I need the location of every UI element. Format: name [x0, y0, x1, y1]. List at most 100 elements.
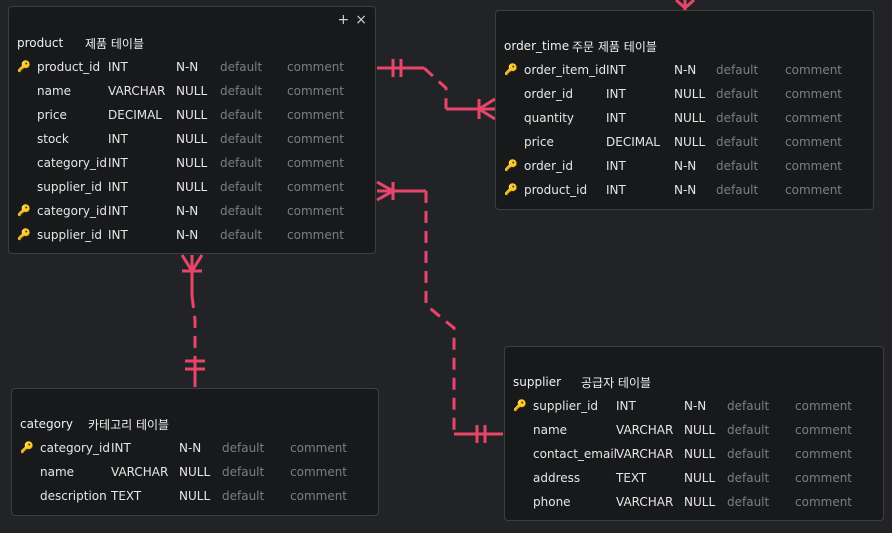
column-comment: comment	[795, 399, 853, 413]
column-default: default	[220, 156, 263, 170]
column-nullable: NULL	[176, 108, 208, 122]
column-name: category_id	[40, 441, 110, 455]
column-nullable: N-N	[674, 63, 697, 77]
close-icon[interactable]: ×	[355, 12, 367, 28]
column-nullable: NULL	[674, 87, 706, 101]
table-name: order_time	[504, 39, 570, 53]
key-icon: 🔑	[17, 60, 31, 73]
column-default: default	[716, 111, 759, 125]
column-type: INT	[111, 441, 131, 455]
column-comment: comment	[795, 423, 853, 437]
column-comment: comment	[287, 204, 345, 218]
foreign-key-icon: 🔑	[17, 204, 31, 217]
column-comment: comment	[785, 87, 843, 101]
key-icon: 🔑	[513, 399, 527, 412]
column-default: default	[727, 399, 770, 413]
add-column-icon[interactable]: +	[337, 12, 350, 28]
column-nullable: NULL	[179, 489, 211, 503]
column-comment: comment	[287, 132, 345, 146]
table-header: supplier 공급자 테이블	[513, 372, 651, 392]
column-comment: comment	[287, 156, 345, 170]
column-type: INT	[616, 399, 636, 413]
column-comment: comment	[785, 159, 843, 173]
column-default: default	[727, 495, 770, 509]
foreign-key-icon: 🔑	[17, 228, 31, 241]
column-type: INT	[606, 63, 626, 77]
column-comment: comment	[287, 108, 345, 122]
column-nullable: NULL	[684, 447, 716, 461]
column-name: category_id	[37, 204, 107, 218]
column-comment: comment	[287, 228, 345, 242]
column-name: supplier_id	[37, 228, 103, 242]
column-default: default	[716, 63, 759, 77]
column-nullable: N-N	[179, 441, 202, 455]
column-name: contact_email	[533, 447, 617, 461]
column-type: INT	[108, 60, 128, 74]
column-default: default	[727, 447, 770, 461]
column-name: order_id	[524, 159, 573, 173]
relation-offscreen-top	[675, 0, 695, 11]
column-type: INT	[108, 156, 128, 170]
column-name: supplier_id	[37, 180, 103, 194]
column-type: VARCHAR	[111, 465, 169, 479]
column-default: default	[222, 441, 265, 455]
column-default: default	[220, 108, 263, 122]
column-name: address	[533, 471, 581, 485]
table-controls: + ×	[338, 12, 367, 28]
foreign-key-icon: 🔑	[504, 183, 518, 196]
column-default: default	[222, 465, 265, 479]
column-type: VARCHAR	[616, 423, 674, 437]
column-nullable: NULL	[176, 132, 208, 146]
column-comment: comment	[785, 135, 843, 149]
key-icon: 🔑	[20, 441, 34, 454]
column-default: default	[716, 183, 759, 197]
column-comment: comment	[795, 447, 853, 461]
column-name: price	[524, 135, 554, 149]
column-nullable: N-N	[176, 228, 199, 242]
column-name: phone	[533, 495, 571, 509]
column-nullable: N-N	[674, 159, 697, 173]
column-default: default	[716, 159, 759, 173]
column-name: product_id	[524, 183, 588, 197]
relation-product-category[interactable]	[180, 254, 205, 387]
column-type: DECIMAL	[108, 108, 162, 122]
table-comment: 카테고리 테이블	[88, 417, 170, 432]
column-type: INT	[606, 87, 626, 101]
column-comment: comment	[287, 84, 345, 98]
column-default: default	[716, 87, 759, 101]
column-nullable: N-N	[674, 183, 697, 197]
column-comment: comment	[785, 183, 843, 197]
column-name: stock	[37, 132, 69, 146]
relation-product-order-time[interactable]	[377, 59, 496, 121]
column-comment: comment	[287, 60, 345, 74]
table-comment: 주문 제품 테이블	[572, 39, 657, 54]
relation-product-supplier[interactable]	[376, 180, 503, 443]
column-nullable: NULL	[684, 495, 716, 509]
